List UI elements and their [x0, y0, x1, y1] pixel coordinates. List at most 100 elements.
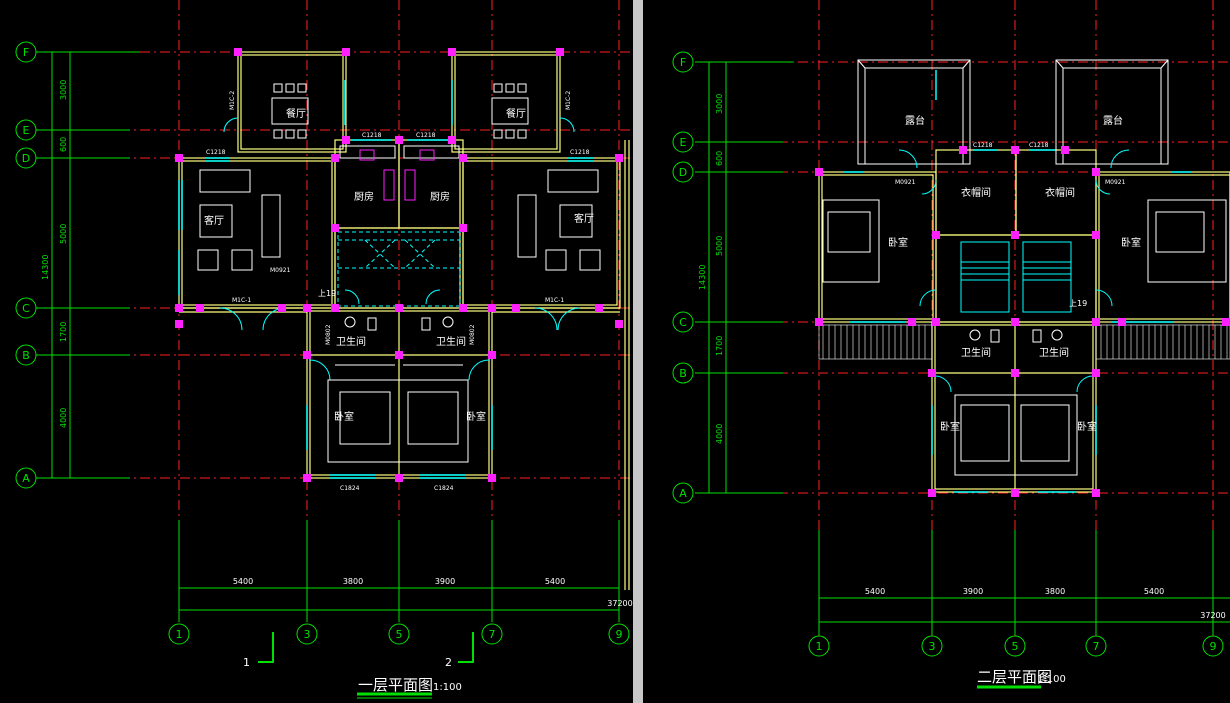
- second-floor-plan-view: F E D C B A 3000 600 5000 1700 4000 1430…: [643, 0, 1230, 703]
- room-bedroom-left: 卧室: [334, 410, 354, 423]
- dim-4000: 4000: [59, 408, 68, 428]
- dim-4000: 4000: [715, 424, 724, 444]
- col-label-3: 3: [304, 628, 311, 641]
- tag-window-c1218-right: C1218: [1029, 142, 1049, 149]
- dim-total-vertical: 14300: [41, 255, 50, 280]
- row-label-a: A: [679, 487, 687, 500]
- row-label-b: B: [679, 367, 687, 380]
- structural-columns: [815, 146, 1230, 497]
- room-kitchen-right: 厨房: [430, 190, 450, 203]
- dim-total-horizontal: 37200: [1200, 611, 1225, 620]
- tag-window-c1218-left: C1218: [973, 142, 993, 149]
- kitchen-fixtures: [359, 149, 435, 201]
- row-label-d: D: [679, 166, 687, 179]
- room-living-left: 客厅: [204, 214, 224, 227]
- row-label-c: C: [22, 302, 30, 315]
- room-bath-right: 卫生间: [436, 335, 466, 348]
- dim-600: 600: [715, 151, 724, 166]
- dim-3900: 3900: [963, 587, 983, 596]
- room-bedroom-right: 卧室: [466, 410, 486, 423]
- dim-600: 600: [59, 137, 68, 152]
- room-kitchen-left: 厨房: [354, 190, 374, 203]
- tag-window-c1824-right: C1824: [434, 485, 454, 492]
- tag-door-m1c2-right: M1C-2: [565, 91, 572, 110]
- tag-window-c1218-kitchen: C1218: [362, 132, 382, 139]
- tag-window-c1824-left: C1824: [340, 485, 360, 492]
- dim-5000: 5000: [715, 236, 724, 256]
- section-marks: 1 2: [243, 656, 452, 669]
- tag-door-m0802-left: M0802: [325, 324, 332, 345]
- row-label-d: D: [22, 152, 30, 165]
- room-bath-right: 卫生间: [1039, 346, 1069, 359]
- plan-scale: 1:100: [1037, 674, 1066, 685]
- horizontal-dimension-text: 5400 3800 3900 5400 37200: [233, 577, 633, 608]
- dim-3900: 3900: [435, 577, 455, 586]
- tag-stair-up: 上19: [1069, 299, 1087, 308]
- second-floor-plan-drawing: F E D C B A 3000 600 5000 1700 4000 1430…: [672, 0, 1230, 689]
- room-dining-left: 餐厅: [286, 107, 306, 120]
- windows: [843, 70, 1191, 493]
- room-labels: 餐厅 餐厅 厨房 厨房 客厅 客厅 卫生间 卫生间 卧室 卧室: [204, 107, 594, 423]
- col-label-1: 1: [176, 628, 183, 641]
- tag-door-m1c1-left: M1C-1: [232, 297, 251, 304]
- row-axis-bubbles: F E D C B A: [672, 51, 694, 504]
- row-label-b: B: [22, 349, 30, 362]
- furniture: [822, 199, 1227, 476]
- plan-scale: 1:100: [433, 682, 462, 693]
- terraces: [857, 59, 1169, 165]
- dim-total-vertical: 14300: [698, 265, 707, 290]
- first-floor-plan-view: F E D C B A 3000 600 5000 1700 4000 1430…: [15, 0, 633, 699]
- tag-door-m1c1-right: M1C-1: [545, 297, 564, 304]
- row-label-e: E: [23, 124, 30, 137]
- staircase: [337, 231, 461, 307]
- dim-5000: 5000: [59, 224, 68, 244]
- room-labels: 露台 露台 衣帽间 衣帽间 卧室 卧室 卫生间 卫生间 卧室 卧室: [888, 114, 1141, 433]
- room-closet-right: 衣帽间: [1045, 186, 1075, 199]
- col-label-1: 1: [816, 640, 823, 653]
- dimension-lines: [695, 61, 1230, 689]
- col-label-7: 7: [489, 628, 496, 641]
- walls: [818, 149, 1230, 493]
- row-label-f: F: [680, 56, 686, 69]
- section-mark-2: 2: [445, 656, 452, 669]
- walls: [178, 51, 630, 590]
- structural-columns: [175, 48, 623, 482]
- room-closet-left: 衣帽间: [961, 186, 991, 199]
- viewport-divider[interactable]: [633, 0, 643, 703]
- first-floor-plan-drawing: F E D C B A 3000 600 5000 1700 4000 1430…: [15, 0, 633, 699]
- room-terrace-right: 露台: [1103, 114, 1123, 127]
- tag-door-m0802-right: M0802: [469, 324, 476, 345]
- tag-window-c1218-left: C1218: [206, 149, 226, 156]
- room-living-right: 客厅: [574, 212, 594, 225]
- section-mark-1: 1: [243, 656, 250, 669]
- doors: [219, 117, 581, 381]
- element-tags: C1218 C1218 C1218 C1218 C1824 C1824 M1C-…: [206, 91, 590, 492]
- staircase: [960, 241, 1072, 313]
- room-bedroom-right: 卧室: [1121, 236, 1141, 249]
- plan-title: 一层平面图: [358, 676, 433, 694]
- tag-door-m0921: M0921: [270, 267, 291, 274]
- dim-1700: 1700: [59, 322, 68, 342]
- col-label-5: 5: [396, 628, 403, 641]
- row-label-f: F: [23, 46, 29, 59]
- col-label-5: 5: [1012, 640, 1019, 653]
- dimension-lines: [36, 51, 620, 699]
- doors: [898, 149, 1130, 393]
- dim-total-horizontal: 37200: [607, 599, 632, 608]
- dim-5400-a: 5400: [233, 577, 253, 586]
- tag-window-c1218-right: C1218: [570, 149, 590, 156]
- tag-door-m0921-right: M0921: [1105, 179, 1126, 186]
- room-bath-left: 卫生间: [336, 335, 366, 348]
- dim-5400-a: 5400: [865, 587, 885, 596]
- room-bedroom2-right: 卧室: [1077, 420, 1097, 433]
- room-bedroom-left: 卧室: [888, 236, 908, 249]
- dim-1700: 1700: [715, 336, 724, 356]
- tag-door-m0921-left: M0921: [895, 179, 916, 186]
- tag-window-c1218-kitchen-right: C1218: [416, 132, 436, 139]
- row-axis-bubbles: F E D C B A: [15, 41, 37, 489]
- windows: [178, 80, 593, 479]
- dim-3000: 3000: [59, 80, 68, 100]
- column-axis-bubbles: 1 3 5 7 9: [808, 635, 1224, 657]
- element-tags: C1218 C1218 M0921 M0921 上19: [895, 142, 1126, 308]
- dim-5400-b: 5400: [1144, 587, 1164, 596]
